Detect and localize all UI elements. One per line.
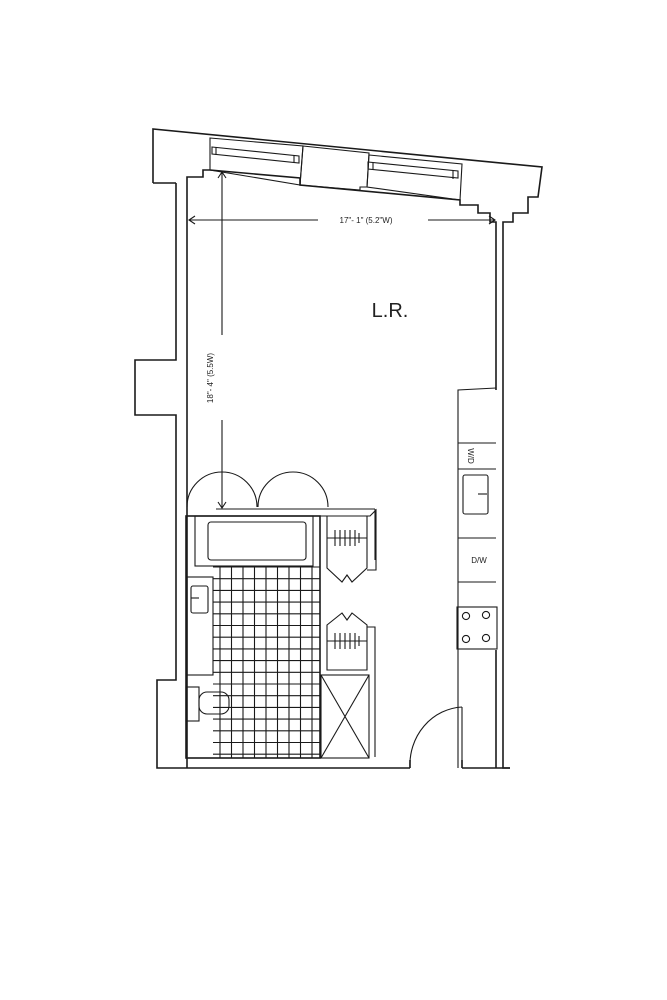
washer-dryer-label: W/D xyxy=(466,448,475,464)
length-dimension-line xyxy=(217,171,227,509)
toilet-bowl xyxy=(198,691,230,715)
closet-upper[interactable] xyxy=(320,508,377,583)
entry-door[interactable] xyxy=(409,706,463,769)
bathroom xyxy=(185,508,376,759)
width-dimension-label: 17"- 1" (5.2"W) xyxy=(340,216,393,225)
bathroom-door-swing[interactable] xyxy=(186,471,329,510)
stove xyxy=(456,606,498,650)
bathtub-frame xyxy=(194,515,314,567)
pier xyxy=(299,145,370,191)
sink xyxy=(190,585,209,614)
dishwasher-label: D/W xyxy=(471,556,487,565)
utility-shaft xyxy=(320,674,370,759)
floor-tiles xyxy=(213,566,320,758)
kitchen-sink xyxy=(462,474,489,515)
toilet-tank xyxy=(185,686,200,722)
kitchen-counter xyxy=(457,387,497,768)
top-wall xyxy=(134,128,543,769)
bathtub xyxy=(207,521,307,561)
room-label: L.R. xyxy=(372,300,409,322)
width-dimension-line xyxy=(188,215,496,225)
length-dimension-label: 18"- 4" (5.5W) xyxy=(206,353,215,403)
window-left xyxy=(209,137,304,186)
closet-lower[interactable] xyxy=(326,612,376,757)
vanity xyxy=(186,576,214,676)
